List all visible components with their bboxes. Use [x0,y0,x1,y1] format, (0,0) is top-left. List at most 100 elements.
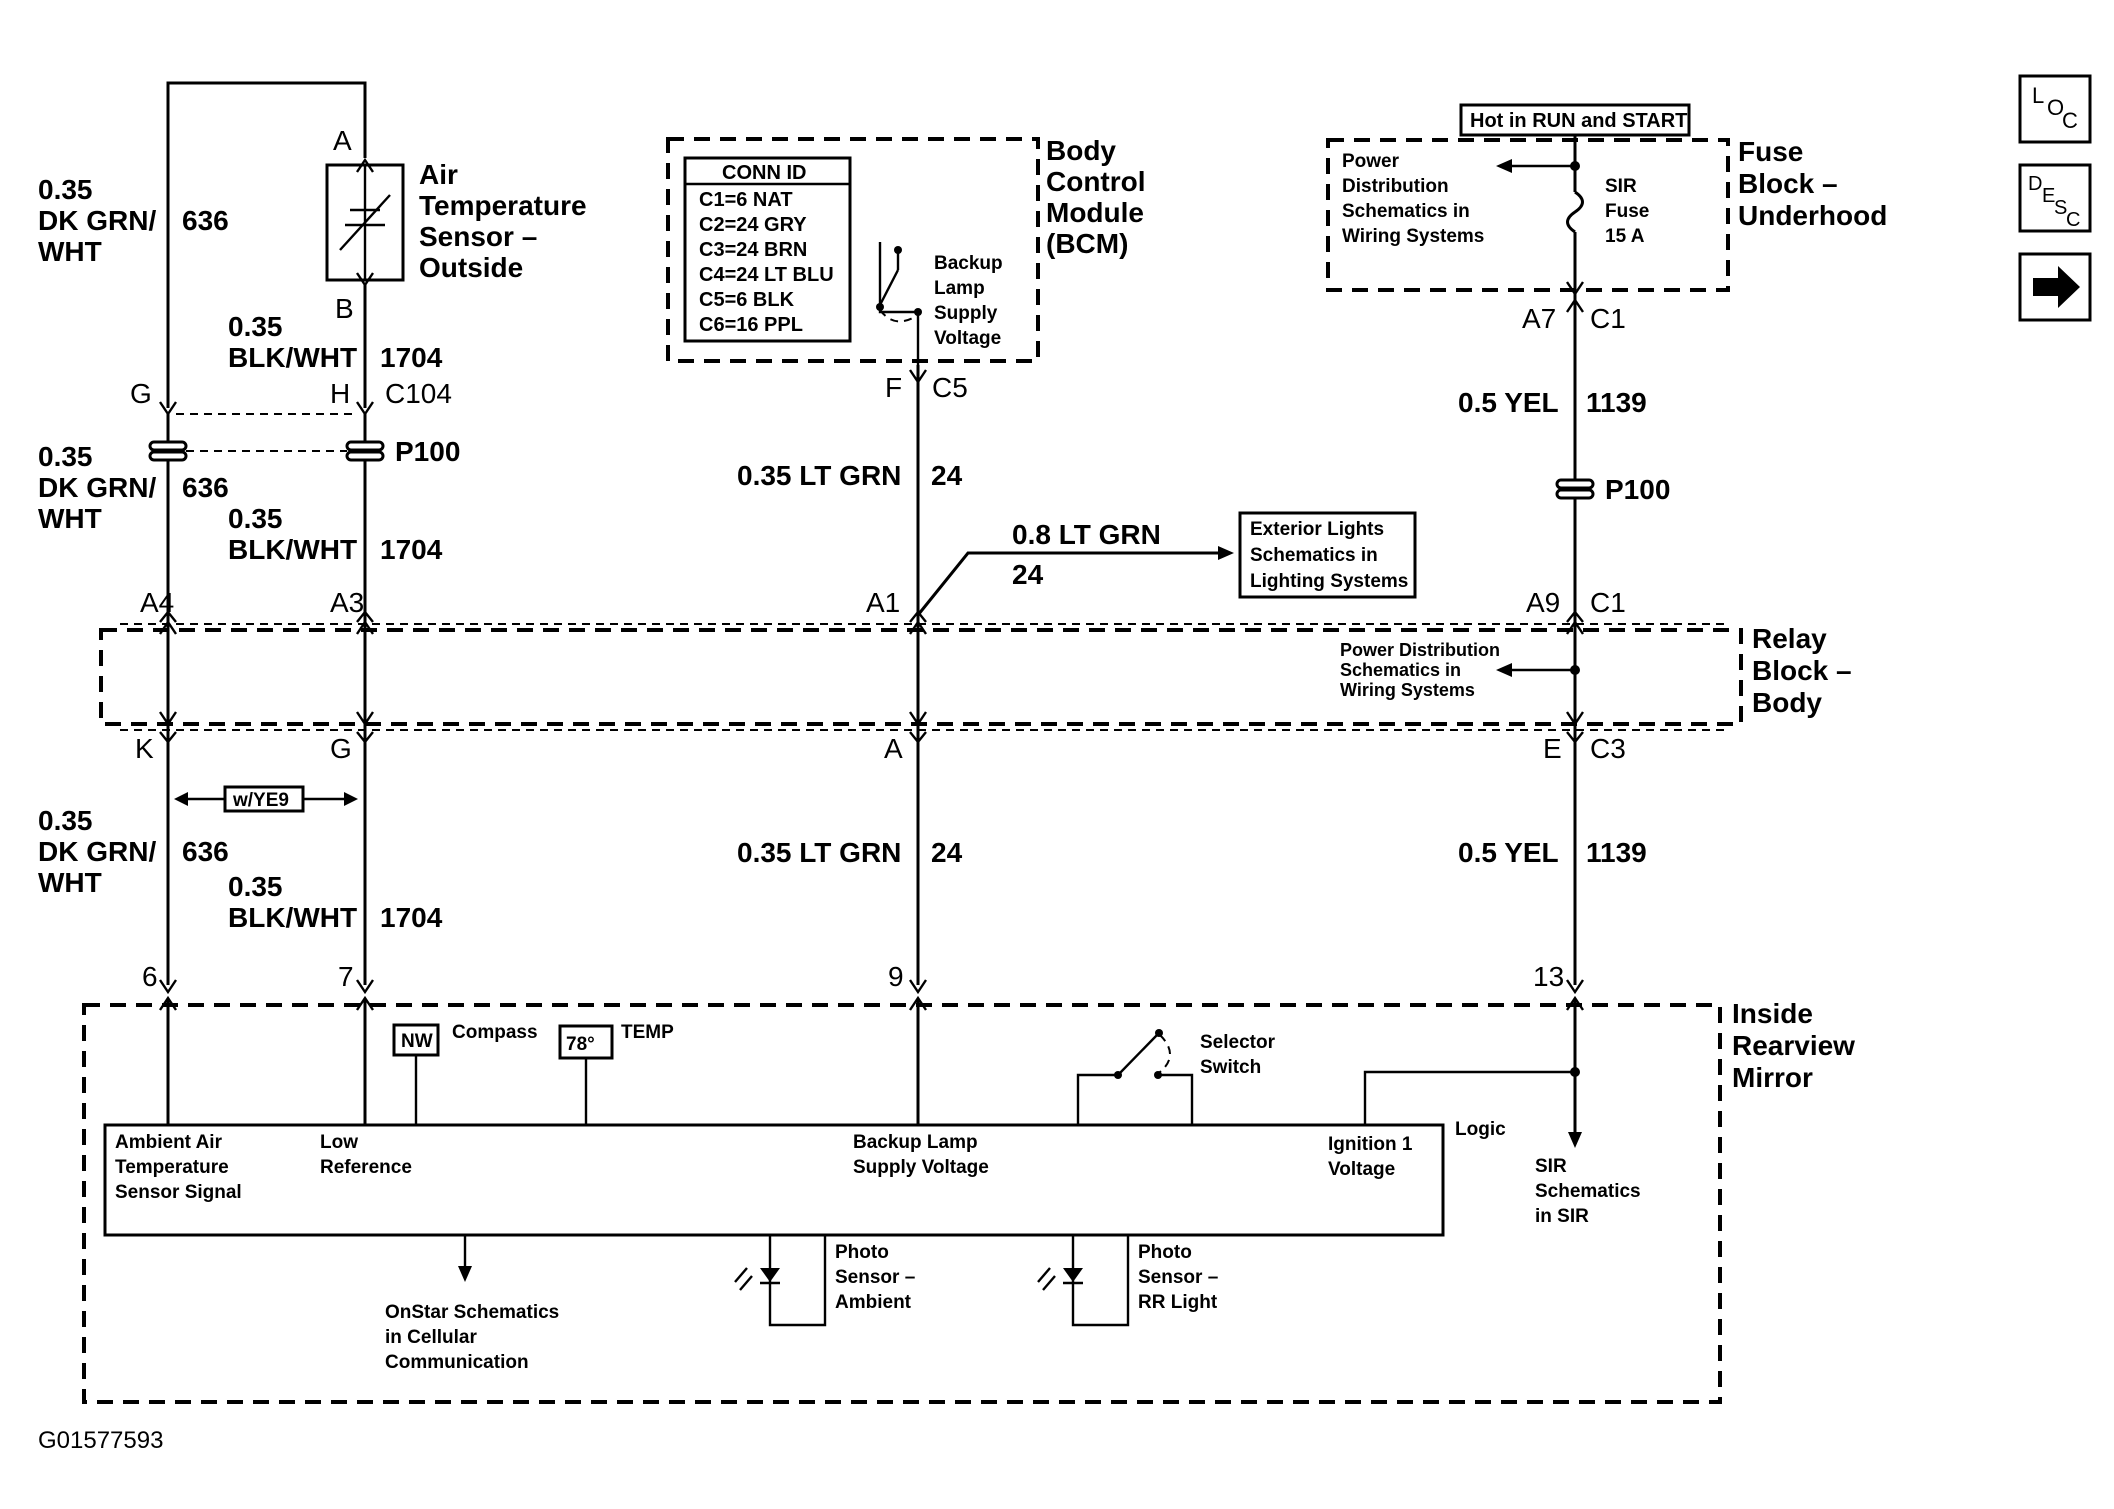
conn-id-title: CONN ID [722,162,806,184]
sensor-name-4: Outside [419,252,523,283]
pin-13: 13 [1533,961,1564,992]
w1139-label-2: 0.5 YEL [1458,837,1559,868]
pin-a9: A9 [1526,587,1560,618]
w1704-size-2: 0.35 [228,503,283,534]
bcm-backup-2: Lamp [934,278,985,299]
svg-text:S: S [2054,197,2067,219]
svg-text:D: D [2028,173,2042,195]
ign-2: Voltage [1328,1159,1395,1180]
w636-size-3: 0.35 [38,805,93,836]
w24-circuit: 24 [931,460,963,491]
logic-label: Logic [1455,1119,1506,1140]
c5-label: C5 [932,372,968,403]
w1704-circuit: 1704 [380,342,443,373]
svg-text:C: C [2066,209,2080,231]
w636-circuit-3: 636 [182,836,229,867]
fuse-block-name-2: Block – [1738,168,1838,199]
ign-1: Ignition 1 [1328,1134,1413,1155]
pin-a7: A7 [1522,303,1556,334]
ext-lights-2: Schematics in [1250,545,1378,566]
hot-in-run-label: Hot in RUN and START [1470,110,1687,132]
w24-circuit-2: 24 [931,837,963,868]
next-button[interactable] [2018,252,2092,322]
w636-color-3: DK GRN/ [38,836,156,867]
bcm-backup-4: Voltage [934,328,1001,349]
sensor-name-3: Sensor – [419,221,537,252]
photo-amb-3: Ambient [835,1292,912,1313]
air-temp-sensor [325,157,405,288]
bcm-backup-3: Supply [934,303,998,324]
pin-a-sensor: A [333,125,352,156]
loc-button[interactable]: L O C [2018,74,2092,144]
desc-button[interactable]: D E S C [2018,163,2092,233]
w1139-label: 0.5 YEL [1458,387,1559,418]
temp-label: TEMP [621,1022,674,1043]
fuse-block-name-1: Fuse [1738,136,1803,167]
selector-switch-icon [1076,1029,1194,1125]
backup-2: Supply Voltage [853,1157,989,1178]
c104-label: C104 [385,378,452,409]
relay-pd-3: Wiring Systems [1340,680,1475,700]
ext-lights-3: Lighting Systems [1250,571,1408,592]
w636-circuit: 636 [182,205,229,236]
wye9-label: w/YE9 [232,790,289,811]
pin-e: E [1543,733,1562,764]
w1704-color: BLK/WHT [228,342,357,373]
mirror-name-2: Rearview [1732,1030,1855,1061]
bcm-backup-1: Backup [934,253,1003,274]
w636-circuit-2: 636 [182,472,229,503]
w636-color2: WHT [38,236,102,267]
conn-id-c1: C1=6 NAT [699,189,793,211]
c3-label: C3 [1590,733,1626,764]
sensor-name-1: Air [419,159,458,190]
w1704-color-2: BLK/WHT [228,534,357,565]
relay-block-box [99,628,1743,726]
pin-a3: A3 [330,587,364,618]
selector-1: Selector [1200,1032,1276,1053]
p100-splice-left [148,440,385,462]
bcm-name-3: Module [1046,197,1144,228]
fuse-pd-4: Wiring Systems [1342,226,1484,247]
w636-size: 0.35 [38,174,93,205]
w636-color-2: DK GRN/ [38,472,156,503]
fuse-sir: SIR [1605,176,1637,197]
photo-amb-2: Sensor – [835,1267,915,1288]
w1139-circuit: 1139 [1586,387,1647,418]
pin-7: 7 [338,961,354,992]
relay-name-2: Block – [1752,655,1852,686]
conn-id-c5: C5=6 BLK [699,289,795,311]
photo-sensor-rr-icon [1037,1235,1130,1327]
fuse-pd-2: Distribution [1342,176,1449,197]
sir-3: in SIR [1535,1206,1589,1227]
sir-2: Schematics [1535,1181,1641,1202]
relay-passthrough-wires [159,610,1584,744]
pin-6: 6 [142,961,158,992]
compass-label: Compass [452,1022,538,1043]
temp-box [558,1024,614,1060]
bcm-name-1: Body [1046,135,1116,166]
bcm-switch-icon [876,242,922,365]
w636-color2-3: WHT [38,867,102,898]
figure-id: G01577593 [38,1427,163,1454]
loc-label-l: L [2032,83,2044,108]
w24b-circuit: 24 [1012,559,1044,590]
compass-box [392,1023,440,1057]
p100-label-left: P100 [395,436,460,467]
ambient-1: Ambient Air [115,1132,223,1153]
wye9-box [223,785,305,813]
bcm-name-2: Control [1046,166,1146,197]
w1139-circuit-2: 1139 [1586,837,1647,868]
photo-rr-3: RR Light [1138,1292,1218,1313]
fuse-pd-3: Schematics in [1342,201,1470,222]
relay-name-1: Relay [1752,623,1827,654]
pin-9: 9 [888,961,904,992]
temp-value: 78° [566,1034,595,1055]
svg-text:E: E [2042,185,2055,207]
c1-label-mid: C1 [1590,587,1626,618]
mirror-box [82,1003,1722,1404]
fuse-block-name-3: Underhood [1738,200,1887,231]
fuse-pd-1: Power [1342,151,1400,172]
ext-lights-1: Exterior Lights [1250,519,1384,540]
pin-g: G [130,378,152,409]
w636-color: DK GRN/ [38,205,156,236]
